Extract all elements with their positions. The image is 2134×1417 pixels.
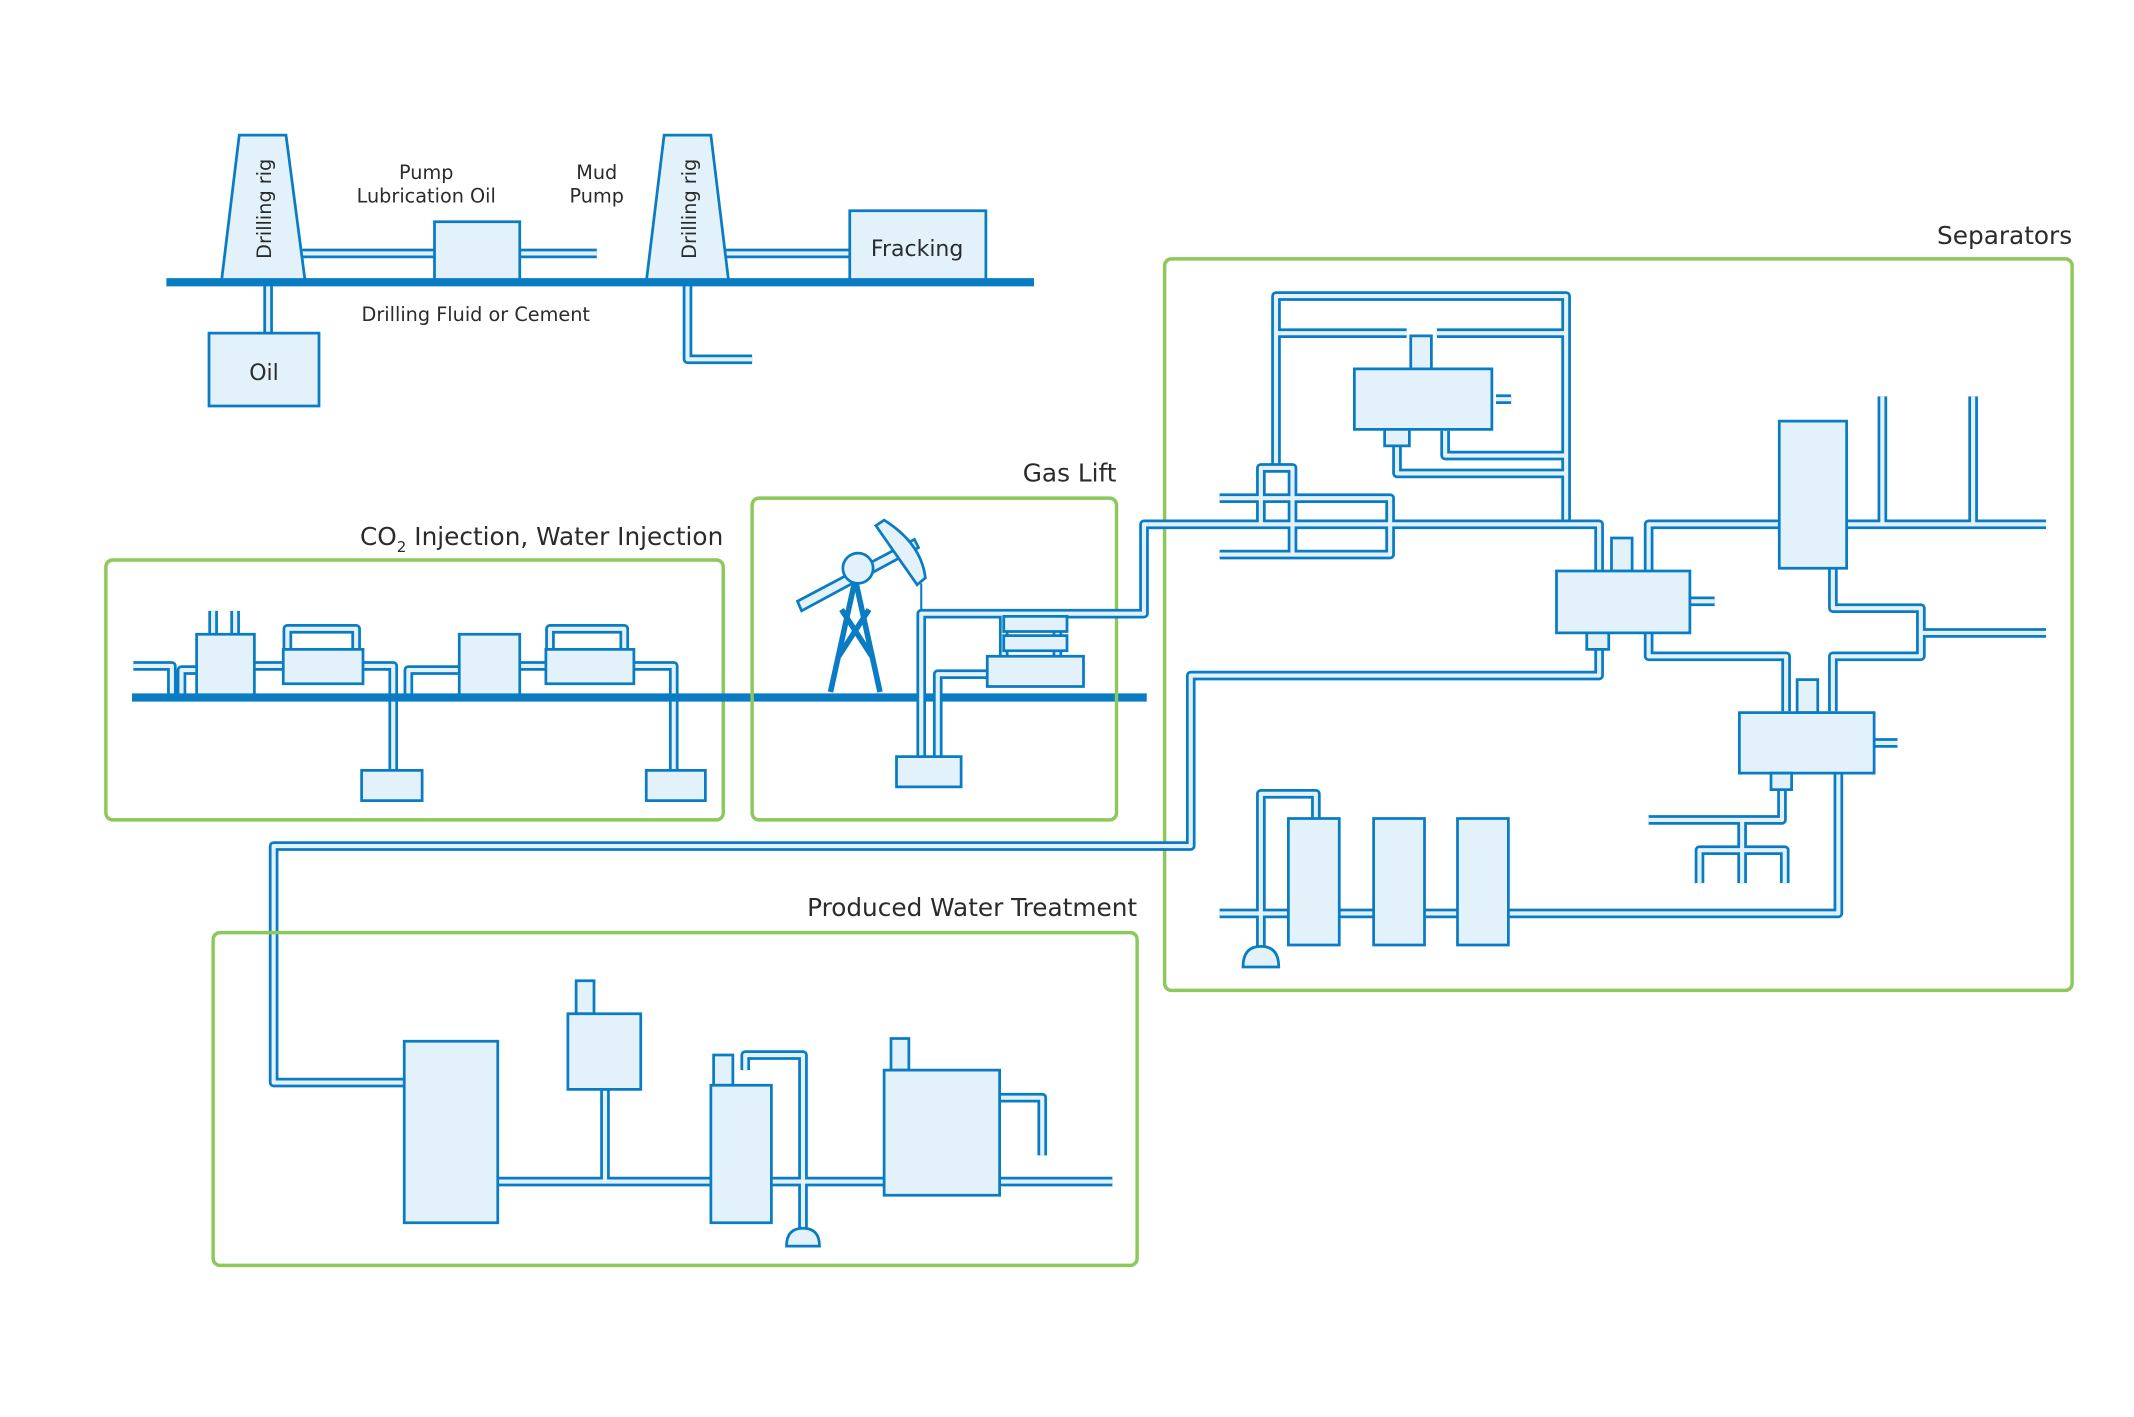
co2-section-border (104, 558, 725, 822)
filter-vessel (709, 1083, 773, 1225)
gas-lift-section-border (750, 496, 1119, 822)
separators-section-border (1162, 257, 2074, 993)
oil-label: Oil (249, 361, 279, 386)
section-co2-water-injection: CO2 Injection, Water Injection (104, 522, 1147, 822)
fluid-label: Drilling Fluid or Cement (362, 303, 591, 326)
section-produced-water-treatment: Produced Water Treatment (211, 893, 1139, 1268)
water-treatment-section-border (211, 930, 1139, 1268)
separator-3-outlet (1769, 771, 1793, 791)
water-pump (544, 648, 636, 686)
filter-column-1 (1287, 817, 1341, 947)
separator-1 (1353, 367, 1494, 431)
filter-column-3 (1456, 817, 1510, 947)
separator-pump-base (1241, 944, 1281, 969)
gas-lift-well (895, 755, 963, 789)
co2-section-label: CO2 Injection, Water Injection (360, 522, 723, 556)
co2-well (360, 769, 424, 802)
co2-compressor (195, 632, 256, 698)
pump-label-2: Lubrication Oil (357, 185, 496, 208)
storage-tank (882, 1068, 1001, 1197)
gas-lift-label: Gas Lift (1023, 459, 1117, 488)
section-gas-lift: Gas Lift (750, 459, 1166, 822)
mud-pump-label-2: Pump (570, 185, 624, 208)
drilling-area: Drilling rig Drilling rig Pump Lubricati… (166, 133, 1034, 408)
co2-pump (281, 648, 365, 686)
gas-lift-compressor (985, 654, 1085, 688)
rig1-label: Drilling rig (253, 159, 276, 259)
gas-lift-valve-2 (1002, 634, 1069, 653)
separator-vessel-tall (1777, 419, 1848, 570)
filter-vent (712, 1053, 735, 1087)
pumpjack-horsehead (873, 518, 927, 587)
separator-2-vent (1610, 536, 1634, 573)
oil-tank (207, 331, 321, 408)
filter-column-2 (1372, 817, 1426, 947)
separator-2 (1555, 569, 1692, 635)
fracking-unit (848, 209, 988, 284)
separator-1-outlet (1383, 428, 1411, 448)
settling-tank (402, 1039, 500, 1225)
water-pump-base (785, 1226, 821, 1248)
rig2-label: Drilling rig (678, 159, 701, 259)
pumpjack-pivot (841, 551, 875, 585)
separator-1-vent (1409, 334, 1433, 371)
section-separators: Separators (268, 221, 2074, 1088)
lubrication-pump (433, 220, 522, 284)
fracking-label: Fracking (871, 237, 963, 262)
flotation-unit (566, 1012, 643, 1091)
storage-vent (889, 1037, 911, 1072)
gas-lift-valve-1 (1002, 615, 1069, 633)
separators-label: Separators (1937, 221, 2072, 250)
pump-label-1: Pump (399, 161, 453, 184)
separator-2-outlet (1585, 631, 1611, 651)
separator-3 (1738, 711, 1876, 775)
flotation-vent (574, 979, 596, 1016)
water-tank (457, 632, 522, 698)
mud-pump-label-1: Mud (576, 161, 617, 184)
pumpjack-tower (827, 578, 883, 693)
water-treatment-label: Produced Water Treatment (807, 893, 1137, 922)
separator-3-vent (1795, 678, 1820, 714)
water-well (644, 769, 707, 802)
